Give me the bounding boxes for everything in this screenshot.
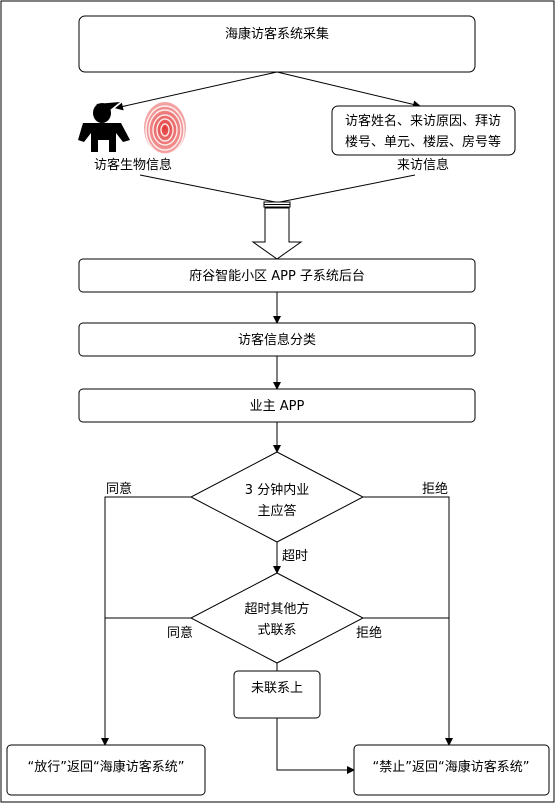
node-backend-label: 府谷智能小区 APP 子系统后台	[189, 269, 365, 284]
node-pass-result: “放行”返回“海康访客系统”	[6, 744, 206, 796]
node-pass-result-label: “放行”返回“海康访客系统”	[28, 759, 185, 775]
decision-1-line-1: 3 分钟内业	[245, 482, 309, 498]
node-owner-app-label: 业主 APP	[250, 399, 305, 414]
node-collect-label: 海康访客系统采集	[225, 26, 329, 42]
node-decision-1: 3 分钟内业 主应答	[189, 451, 365, 543]
edge-reject-2-label: 拒绝	[356, 625, 382, 641]
edge-timeout-label: 超时	[282, 549, 308, 564]
node-deny-result-label: “禁止”返回“海康访客系统”	[373, 759, 530, 775]
visit-info-label: 来访信息	[397, 157, 449, 173]
node-not-contacted-label: 未联系上	[251, 681, 303, 696]
edge-reject-1-label: 拒绝	[422, 481, 448, 497]
node-classify: 访客信息分类	[78, 322, 476, 357]
edge-visitinfo-to-merge	[279, 174, 416, 203]
visit-info-line-2: 楼号、单元、楼层、房号等	[345, 134, 501, 150]
edge-decision1-reject	[363, 496, 453, 746]
visit-info-line-1: 访客姓名、来访原因、拜访	[345, 113, 501, 129]
person-icon	[78, 102, 130, 152]
node-decision-2: 超时其他方 式联系	[189, 572, 365, 664]
node-owner-app: 业主 APP	[78, 388, 476, 423]
edge-agree-2-label: 同意	[167, 625, 193, 641]
node-backend: 府谷智能小区 APP 子系统后台	[78, 258, 476, 293]
edge-decision1-agree	[101, 496, 191, 746]
edge-collect-to-visitinfo	[276, 71, 421, 109]
node-not-contacted: 未联系上	[233, 670, 321, 719]
edge-collect-to-bio	[115, 71, 278, 111]
node-deny-result: “禁止”返回“海康访客系统”	[353, 744, 550, 796]
edge-bio-to-merge	[139, 174, 276, 203]
node-collect: 海康访客系统采集	[78, 15, 476, 73]
hollow-down-arrow-icon	[251, 201, 303, 260]
decision-2-line-1: 超时其他方	[244, 601, 309, 617]
fingerprint-icon	[144, 102, 186, 155]
node-classify-label: 访客信息分类	[238, 332, 316, 348]
edge-agree-1-label: 同意	[106, 481, 132, 497]
decision-2-line-2: 式联系	[257, 623, 296, 638]
decision-1-line-2: 主应答	[257, 503, 296, 519]
bio-info-label: 访客生物信息	[94, 157, 172, 173]
edge-notcontacted-to-deny	[276, 718, 355, 774]
node-visit-info: 访客姓名、来访原因、拜访 楼号、单元、楼层、房号等	[331, 105, 516, 156]
